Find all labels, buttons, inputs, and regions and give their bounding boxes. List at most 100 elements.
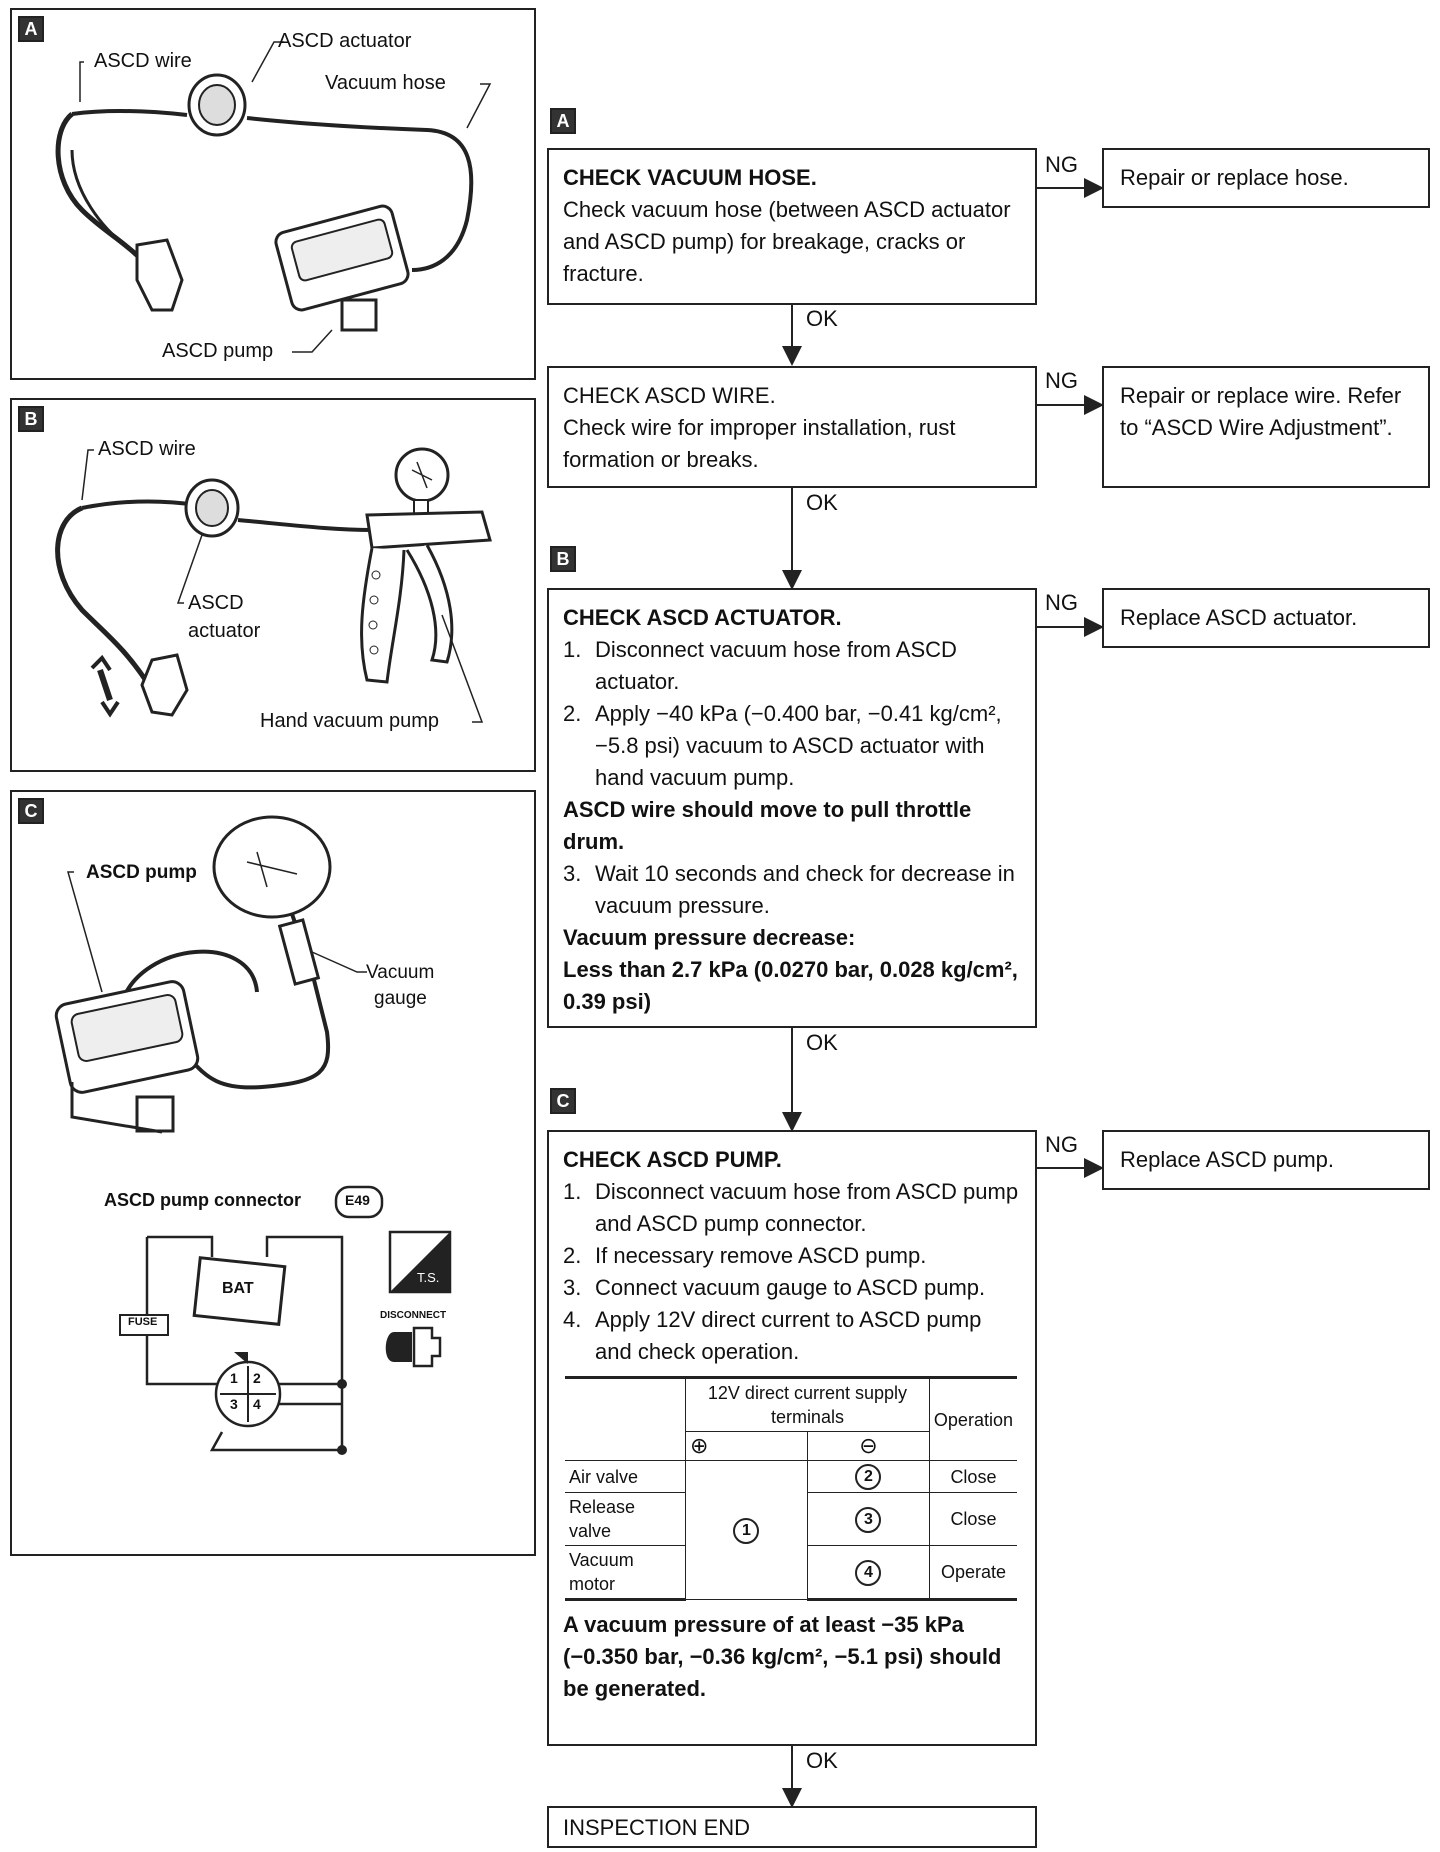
- step1-body: Check vacuum hose (between ASCD actuator…: [563, 197, 1011, 286]
- common-plus-cell: 1: [685, 1460, 808, 1600]
- step4-item-3-num: 3.: [563, 1275, 582, 1300]
- panel-b-tag: B: [18, 406, 44, 432]
- row-1-minus-cell: 2: [806, 1460, 930, 1493]
- operation-table: 12V direct current supply terminals Oper…: [565, 1376, 1017, 1601]
- row-2-minus-cell: 3: [806, 1492, 930, 1546]
- panel-a: A ASCD wire ASCD actuator Vacuum hose AS…: [10, 8, 536, 380]
- row-1-name: Air valve: [565, 1460, 686, 1493]
- step4-note: A vacuum pressure of at least −35 kPa (−…: [563, 1612, 1002, 1701]
- table-row: Air valve 1 2 Close: [565, 1460, 1017, 1600]
- pin-1: 1: [230, 1370, 238, 1386]
- row-3-name: Vacuum motor: [565, 1545, 686, 1601]
- step2-result: Repair or replace wire. Refer to “ASCD W…: [1120, 383, 1402, 440]
- table-corner: [565, 1376, 686, 1461]
- step-check-ascd-actuator: CHECK ASCD ACTUATOR. 1. Disconnect vacuum…: [547, 588, 1037, 1028]
- step1-title: CHECK VACUUM HOSE.: [563, 165, 817, 190]
- plus-terminal: 1: [733, 1517, 760, 1544]
- fuse-label: FUSE: [128, 1316, 158, 1328]
- row-3-op: Operate: [928, 1545, 1017, 1601]
- label-vacuum-gauge-2: gauge: [374, 988, 427, 1009]
- result-replace-pump: Replace ASCD pump.: [1102, 1130, 1430, 1190]
- label-ascd-actuator-b-1: ASCD: [188, 592, 244, 614]
- ng-label-1: NG: [1045, 152, 1078, 177]
- result-repair-hose: Repair or replace hose.: [1102, 148, 1430, 208]
- step3-item-2-text: Apply −40 kPa (−0.400 bar, −0.41 kg/cm²,…: [595, 701, 1002, 790]
- step4-title: CHECK ASCD PUMP.: [563, 1147, 782, 1172]
- step2-body: Check wire for improper installation, ru…: [563, 415, 956, 472]
- label-vacuum-gauge-1: Vacuum: [366, 962, 435, 983]
- row-3-minus-cell: 4: [806, 1545, 930, 1601]
- label-ascd-wire: ASCD wire: [94, 50, 192, 72]
- ts-label: T.S.: [417, 1270, 440, 1285]
- result-repair-wire: Repair or replace wire. Refer to “ASCD W…: [1102, 366, 1430, 488]
- ok-label-1: OK: [806, 306, 838, 331]
- step4-item-2: 2. If necessary remove ASCD pump.: [563, 1240, 1021, 1272]
- battery-label: BAT: [222, 1280, 254, 1297]
- label-connector: ASCD pump connector: [104, 1190, 302, 1210]
- header-minus: ⊖: [806, 1431, 930, 1461]
- step3-item-1-text: Disconnect vacuum hose from ASCD actuato…: [595, 637, 957, 694]
- panel-a-illustration: [55, 41, 492, 353]
- step4-item-2-text: If necessary remove ASCD pump.: [595, 1243, 927, 1268]
- step3-note: ASCD wire should move to pull throttle d…: [563, 797, 972, 854]
- ok-label-2: OK: [806, 490, 838, 515]
- step3-item-3: 3.Wait 10 seconds and check for decrease…: [563, 858, 1021, 922]
- ok-label-4: OK: [806, 1748, 838, 1773]
- flow-tag-a: A: [550, 108, 576, 134]
- label-ascd-wire-b: ASCD wire: [98, 438, 196, 460]
- flow-tag-b: B: [550, 546, 576, 572]
- panel-c-illustration: [54, 815, 452, 1455]
- pin-2: 2: [253, 1370, 261, 1386]
- step2-title: CHECK ASCD WIRE.: [563, 383, 776, 408]
- pin-4: 4: [253, 1396, 261, 1412]
- step-check-ascd-pump: CHECK ASCD PUMP. 1.Disconnect vacuum hos…: [547, 1130, 1037, 1746]
- ok-label-3: OK: [806, 1030, 838, 1055]
- step1-result: Repair or replace hose.: [1120, 165, 1349, 190]
- step3-title: CHECK ASCD ACTUATOR.: [563, 605, 842, 630]
- step3-item-2-num: 2.: [563, 701, 582, 726]
- ng-label-2: NG: [1045, 368, 1078, 393]
- step3-item-3-text: Wait 10 seconds and check for decrease i…: [595, 861, 1015, 918]
- step3-spec-value: Less than 2.7 kPa (0.0270 bar, 0.028 kg/…: [563, 957, 1018, 1014]
- row-1-op: Close: [928, 1460, 1017, 1493]
- step4-item-3-text: Connect vacuum gauge to ASCD pump.: [595, 1275, 986, 1300]
- disconnect-label: DISCONNECT: [380, 1310, 447, 1321]
- panel-c-tag: C: [18, 798, 44, 824]
- label-ascd-actuator-b-2: actuator: [188, 620, 261, 642]
- step4-item-4-num: 4.: [563, 1307, 582, 1332]
- pin-3: 3: [230, 1396, 238, 1412]
- step4-item-3: 3. Connect vacuum gauge to ASCD pump.: [563, 1272, 1021, 1304]
- header-operation: Operation: [928, 1376, 1017, 1461]
- step4-item-4: 4.Apply 12V direct current to ASCD pump …: [563, 1304, 1021, 1368]
- step4-result: Replace ASCD pump.: [1120, 1147, 1334, 1172]
- result-replace-actuator: Replace ASCD actuator.: [1102, 588, 1430, 648]
- step4-item-1: 1.Disconnect vacuum hose from ASCD pump …: [563, 1176, 1021, 1240]
- step3-item-2: 2. Apply −40 kPa (−0.400 bar, −0.41 kg/cm…: [563, 698, 1021, 794]
- header-supply: 12V direct current supply terminals: [685, 1376, 930, 1432]
- step3-spec-title: Vacuum pressure decrease:: [563, 925, 856, 950]
- row-2-op: Close: [928, 1492, 1017, 1546]
- table-row: Vacuum motor 4 Operate: [565, 1545, 1017, 1601]
- label-ascd-pump: ASCD pump: [162, 340, 274, 362]
- row-2-name: Release valve: [565, 1492, 686, 1546]
- connector-code: E49: [345, 1192, 370, 1208]
- label-ascd-actuator: ASCD actuator: [278, 30, 412, 52]
- panel-b-illustration: [55, 447, 492, 723]
- flow-tag-c: C: [550, 1088, 576, 1114]
- step4-item-2-num: 2.: [563, 1243, 582, 1268]
- label-hand-vacuum-pump: Hand vacuum pump: [260, 710, 439, 732]
- step4-item-1-text: Disconnect vacuum hose from ASCD pump an…: [595, 1179, 1019, 1236]
- ng-label-4: NG: [1045, 1132, 1078, 1157]
- label-vacuum-hose: Vacuum hose: [325, 72, 446, 94]
- row-2-minus: 3: [855, 1506, 882, 1533]
- step3-item-1-num: 1.: [563, 637, 582, 662]
- step3-result: Replace ASCD actuator.: [1120, 605, 1358, 630]
- step3-item-1: 1. Disconnect vacuum hose from ASCD actua…: [563, 634, 1021, 698]
- panel-c: C ASCD pump: [10, 790, 536, 1556]
- end-label: INSPECTION END: [563, 1815, 751, 1840]
- inspection-end: INSPECTION END: [547, 1806, 1037, 1848]
- step-check-vacuum-hose: CHECK VACUUM HOSE. Check vacuum hose (be…: [547, 148, 1037, 305]
- table-row: Release valve 3 Close: [565, 1492, 1017, 1546]
- panel-a-tag: A: [18, 16, 44, 42]
